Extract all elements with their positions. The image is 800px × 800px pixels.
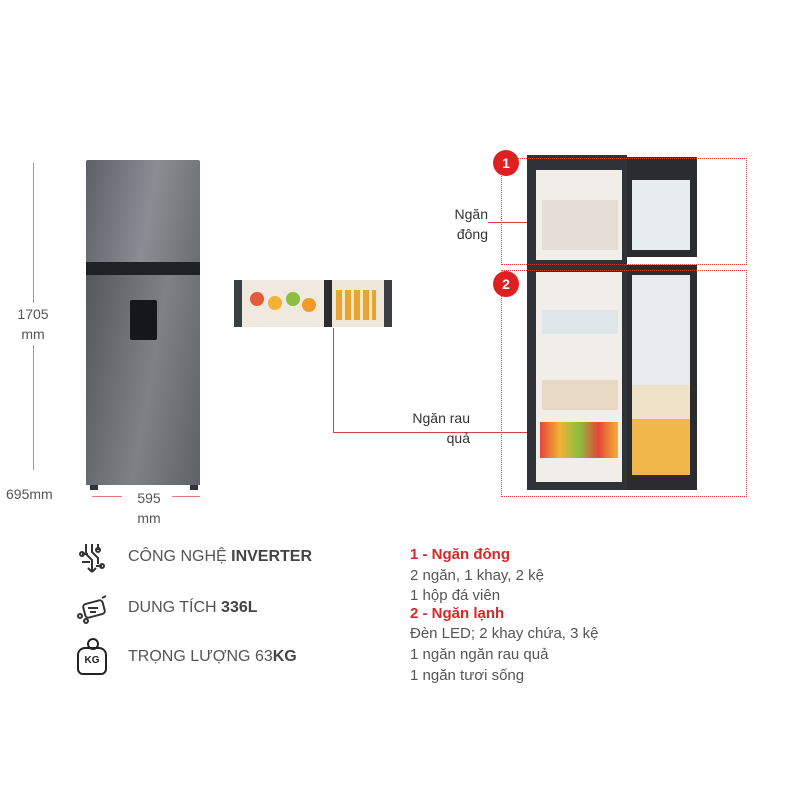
height-label: 1705 mm	[8, 304, 58, 344]
freezer-line: 2 ngăn, 1 khay, 2 kệ	[410, 567, 544, 584]
weight-kg-text: KG	[77, 647, 107, 675]
connector-line	[488, 222, 560, 223]
freezer-line: 1 hộp đá viên	[410, 587, 501, 604]
weight-handle	[87, 638, 99, 650]
fridge-line: Đèn LED; 2 khay chứa, 3 kệ	[410, 625, 599, 642]
width-line	[172, 496, 200, 497]
fridge-freezer-door	[86, 160, 200, 262]
fridge-title: 2 - Ngăn lạnh	[410, 605, 505, 622]
spec-label: DUNG TÍCH	[128, 599, 222, 616]
freezer-door-shelves	[632, 180, 690, 250]
spec-label: TRỌNG LƯỢNG 63	[128, 648, 273, 665]
spec-capacity: DUNG TÍCH 336L	[128, 599, 258, 617]
inverter-chip-icon	[79, 544, 105, 573]
height-unit: mm	[21, 326, 45, 342]
freezer-label: Ngăn đông	[454, 206, 488, 242]
crisper-label: Ngăn rau quả	[412, 410, 470, 446]
depth-label: 695mm	[6, 486, 53, 502]
badge-2: 2	[493, 271, 519, 297]
freezer-highlight-box	[501, 158, 747, 265]
capacity-icon	[77, 595, 107, 624]
spec-weight: TRỌNG LƯỢNG 63KG	[128, 648, 297, 666]
height-value: 1705	[17, 306, 49, 322]
freezer-title: 1 - Ngăn đông	[410, 546, 510, 563]
fruit	[302, 298, 316, 312]
fruit	[250, 292, 264, 306]
height-line	[33, 163, 34, 303]
vegetable-crisper	[540, 422, 618, 458]
fridge-foot	[190, 485, 198, 490]
spec-value: KG	[272, 648, 297, 665]
spec-value: 336L	[221, 599, 258, 616]
width-unit: mm	[137, 510, 161, 526]
height-line	[33, 345, 34, 470]
width-value: 595	[137, 490, 161, 506]
fridge-foot	[90, 485, 98, 490]
water-dispenser	[130, 300, 157, 340]
fridge-line: 1 ngăn tươi sống	[410, 667, 525, 684]
spec-value: INVERTER	[231, 548, 313, 565]
fridge-door-shelves	[632, 275, 690, 475]
fresh-tray	[542, 380, 618, 410]
fruit	[268, 296, 282, 310]
connector-line	[333, 328, 334, 432]
connector-line	[333, 432, 573, 433]
spec-label: CÔNG NGHỆ	[128, 548, 232, 565]
freezer-items	[542, 200, 618, 250]
width-label: 595 mm	[127, 488, 171, 528]
weight-kg-icon: KG	[74, 638, 110, 675]
door-bottles	[336, 290, 376, 320]
fridge-line: 1 ngăn ngăn rau quả	[410, 646, 549, 663]
spec-inverter: CÔNG NGHỆ INVERTER	[128, 548, 312, 566]
width-line	[92, 496, 122, 497]
badge-1: 1	[493, 150, 519, 176]
shelf-items	[542, 310, 618, 334]
fridge-handle-band	[86, 262, 200, 275]
fruit	[286, 292, 300, 306]
fridge-highlight-box	[501, 270, 747, 497]
